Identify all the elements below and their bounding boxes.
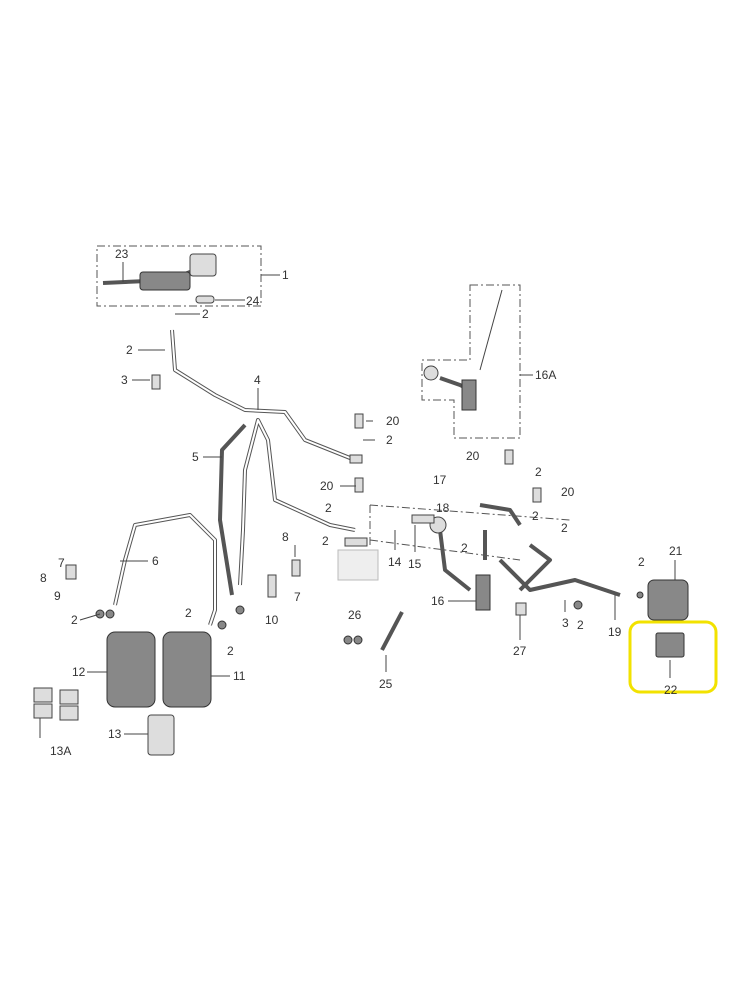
label-1: 1: [282, 268, 289, 282]
brake-hoses: [113, 329, 621, 626]
label-2: 2: [386, 433, 393, 447]
label-23: 23: [115, 247, 129, 261]
label-2: 2: [532, 509, 539, 523]
label-2: 2: [71, 613, 78, 627]
label-12: 12: [72, 665, 86, 679]
assembly-box-1: [96, 245, 262, 307]
label-15: 15: [408, 557, 422, 571]
label-22: 22: [664, 683, 678, 697]
label-2: 2: [561, 521, 568, 535]
label-2: 2: [535, 465, 542, 479]
label-8: 8: [282, 530, 289, 544]
label-20: 20: [386, 414, 400, 428]
label-2: 2: [322, 534, 329, 548]
label-16a: 16A: [535, 368, 556, 382]
label-19: 19: [608, 625, 622, 639]
label-4: 4: [254, 373, 261, 387]
rear-master-cylinder-16: [411, 514, 491, 611]
label-2: 2: [638, 555, 645, 569]
label-2: 2: [461, 541, 468, 555]
label-20: 20: [320, 479, 334, 493]
part-labels: 23 1 24 2 2 3 4 20 2 5 20 2 2 17 18 20 2…: [40, 247, 683, 758]
label-11: 11: [233, 669, 246, 683]
label-2: 2: [126, 343, 133, 357]
label-18: 18: [436, 501, 450, 515]
calipers: [33, 579, 689, 756]
label-25: 25: [379, 677, 393, 691]
label-2: 2: [185, 606, 192, 620]
label-9: 9: [54, 589, 61, 603]
label-16: 16: [431, 594, 445, 608]
label-2: 2: [577, 618, 584, 632]
label-8: 8: [40, 571, 47, 585]
label-27: 27: [513, 644, 527, 658]
label-13: 13: [108, 727, 122, 741]
label-5: 5: [192, 450, 199, 464]
label-3: 3: [562, 616, 569, 630]
label-20: 20: [466, 449, 480, 463]
highlight-box-22: [628, 620, 718, 694]
label-26: 26: [348, 608, 362, 622]
label-2: 2: [202, 307, 209, 321]
label-20: 20: [561, 485, 575, 499]
bolts-and-washers: [65, 374, 644, 651]
label-2: 2: [227, 644, 234, 658]
label-6: 6: [152, 554, 159, 568]
label-24: 24: [246, 294, 260, 308]
rear-master-cylinder-16a: [423, 289, 503, 411]
label-14: 14: [388, 555, 402, 569]
label-10: 10: [265, 613, 279, 627]
label-17: 17: [433, 473, 447, 487]
abs-module: [337, 549, 379, 581]
label-2: 2: [325, 501, 332, 515]
label-13a: 13A: [50, 744, 71, 758]
front-master-cylinder: [102, 253, 217, 304]
leader-lines: [39, 262, 676, 738]
label-7: 7: [58, 556, 65, 570]
label-3: 3: [121, 373, 128, 387]
label-21: 21: [669, 544, 683, 558]
label-7: 7: [294, 590, 301, 604]
assembly-box-16a: [421, 284, 521, 439]
